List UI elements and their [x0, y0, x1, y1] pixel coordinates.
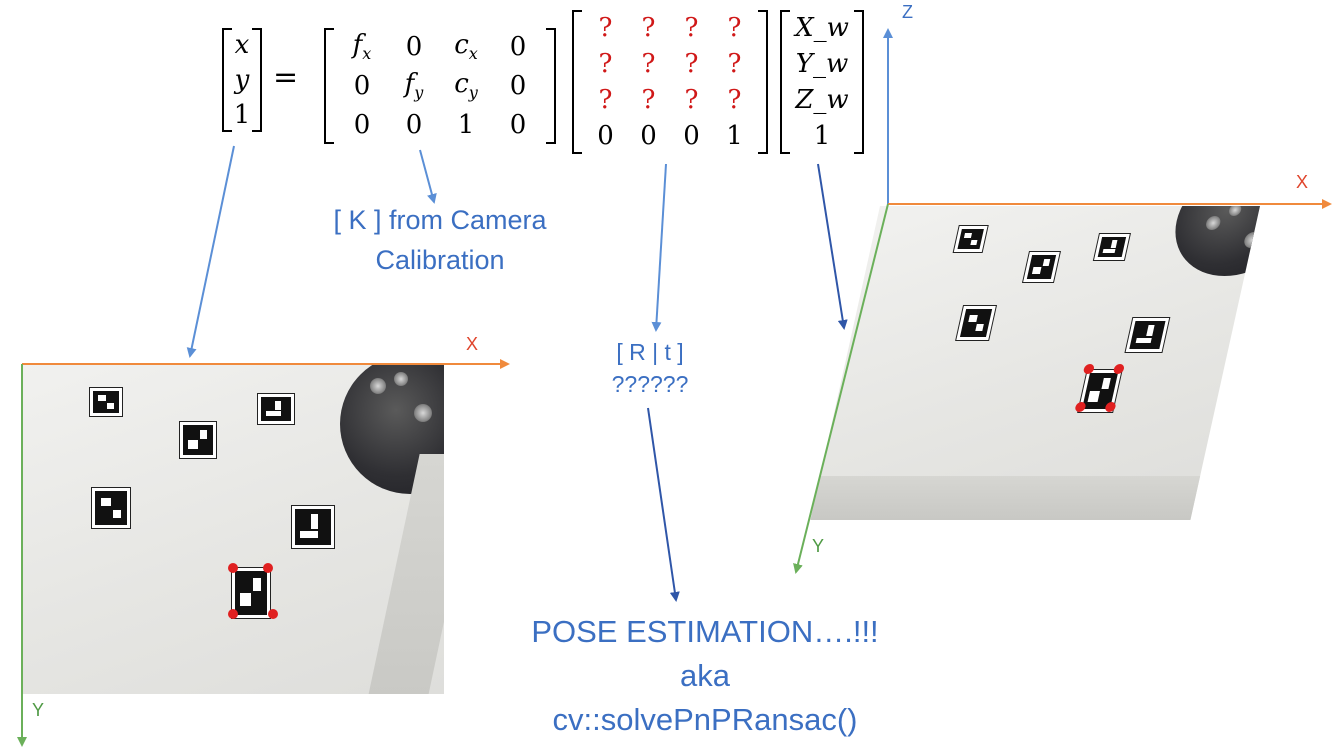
aruco-marker — [1125, 318, 1170, 352]
rt-unknown-label: [ R | t ] ?????? — [560, 336, 740, 400]
result-line1: POSE ESTIMATION….!!! — [531, 614, 879, 649]
aruco-marker — [292, 506, 334, 548]
intrinsic-entry: 0 — [405, 109, 423, 140]
unknown-entry: ? — [684, 85, 699, 115]
intrinsic-entry: fy — [404, 68, 424, 102]
intrinsic-entry: 0 — [353, 70, 371, 101]
table-edge — [810, 476, 1221, 520]
arrow-pixel-to-image — [186, 145, 235, 358]
intrinsic-subscript: x — [468, 44, 478, 64]
marker-corner-point — [1104, 402, 1117, 412]
intrinsic-subscript: y — [414, 82, 424, 102]
marker-corner-point — [228, 563, 238, 573]
k-label-line2: Calibration — [375, 245, 505, 275]
marker-corner-point — [263, 563, 273, 573]
aruco-marker — [258, 394, 294, 424]
robot-knob — [370, 378, 386, 394]
robot-knob — [394, 372, 408, 386]
left-x-axis-label: X — [466, 334, 479, 354]
world-photo-surface — [810, 206, 1260, 520]
arrow-k-to-label — [419, 149, 437, 204]
result-line2: aka — [680, 658, 730, 693]
arrow-rt-to-label — [651, 163, 667, 332]
unknown-entry: ? — [727, 85, 742, 115]
robot-knob — [414, 404, 432, 422]
intrinsic-subscript: x — [362, 44, 372, 64]
world-vector-entry: Z_w — [795, 85, 849, 115]
right-z-axis-label: Z — [902, 2, 913, 22]
aruco-marker — [90, 388, 122, 416]
marker-corner-point — [1112, 364, 1125, 374]
world-frame-photo — [810, 206, 1262, 520]
unknown-entry: ? — [598, 49, 613, 79]
aruco-marker — [180, 422, 216, 458]
unknown-entry: ? — [598, 13, 613, 43]
left-y-axis-label: Y — [32, 700, 45, 720]
unknown-entry: ? — [727, 13, 742, 43]
aruco-marker — [953, 226, 988, 252]
intrinsic-entry: 0 — [353, 109, 371, 140]
unknown-entry: ? — [641, 13, 656, 43]
extrinsic-entry: 0 — [640, 121, 657, 151]
intrinsic-entry: cy — [454, 68, 478, 102]
unknown-entry: ? — [727, 49, 742, 79]
marker-corner-point — [268, 609, 278, 619]
rt-label-line2: ?????? — [611, 371, 689, 397]
intrinsic-entry: 0 — [405, 32, 423, 63]
extrinsic-entry: 0 — [683, 121, 700, 151]
extrinsic-entry: 1 — [726, 121, 743, 151]
world-vector-entry: 1 — [813, 121, 831, 151]
aruco-marker — [1023, 252, 1060, 282]
aruco-marker-target — [232, 568, 270, 618]
right-y-axis-label: Y — [812, 536, 825, 556]
pixel-vector-entry: 1 — [233, 99, 251, 130]
aruco-marker — [92, 488, 130, 528]
k-calibration-label: [ K ] from Camera Calibration — [300, 200, 580, 280]
unknown-entry: ? — [641, 49, 656, 79]
aruco-marker — [956, 306, 996, 340]
world-vector-entry: X_w — [795, 13, 849, 43]
intrinsic-entry: cx — [454, 30, 478, 64]
aruco-marker — [1094, 234, 1130, 260]
intrinsic-entry: fx — [352, 30, 372, 64]
right-x-axis-label: X — [1296, 172, 1309, 192]
pose-estimation-result: POSE ESTIMATION….!!! aka cv::solvePnPRan… — [470, 610, 940, 742]
arrow-label-to-result — [647, 407, 680, 602]
unknown-entry: ? — [684, 49, 699, 79]
k-label-line1: [ K ] from Camera — [333, 205, 547, 235]
unknown-entry: ? — [641, 85, 656, 115]
world-vector-entry: Y_w — [795, 49, 849, 79]
intrinsic-entry: 1 — [457, 109, 475, 140]
extrinsic-entry: 0 — [597, 121, 614, 151]
image-plane-photo — [22, 364, 444, 694]
intrinsic-subscript: y — [468, 82, 478, 102]
intrinsic-entry: 0 — [509, 109, 527, 140]
intrinsic-entry: 0 — [509, 32, 527, 63]
pixel-vector-entry: x — [234, 30, 250, 61]
rt-label-line1: [ R | t ] — [616, 339, 684, 365]
unknown-entry: ? — [598, 85, 613, 115]
intrinsic-entry: 0 — [509, 70, 527, 101]
result-line3: cv::solvePnPRansac() — [552, 702, 858, 737]
marker-corner-point — [228, 609, 238, 619]
equals-sign: = — [273, 60, 299, 95]
unknown-entry: ? — [684, 13, 699, 43]
pixel-vector-entry: y — [234, 64, 250, 95]
